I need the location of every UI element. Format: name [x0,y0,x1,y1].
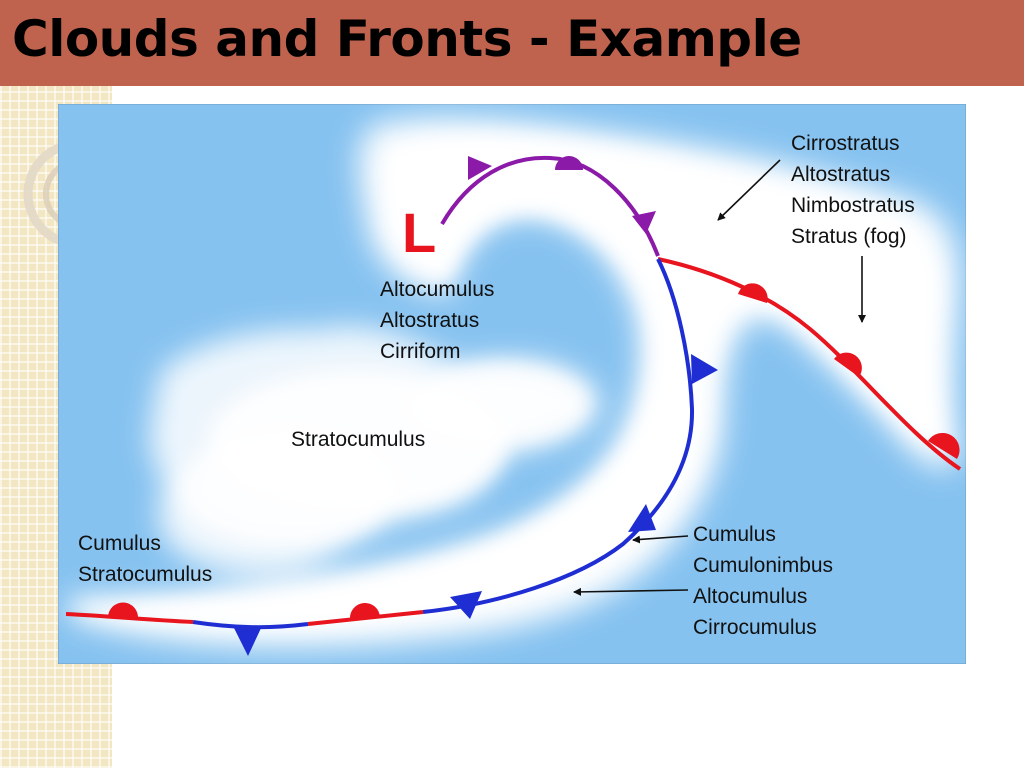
cold-front-triangle [233,626,262,656]
label-nimbostratus: Nimbostratus [791,194,915,217]
label-cumulus: Cumulus [693,523,776,546]
arrow-to-warm-sector [717,159,781,221]
warm-front-east [657,257,962,471]
title-bar: Clouds and Fronts - Example [0,0,1024,86]
label-group-occluded-front: Altocumulus Altostratus Cirriform [380,278,494,363]
arrows [573,159,866,596]
label-stratus-fog: Stratus (fog) [791,225,907,248]
low-pressure-symbol: L [402,201,436,264]
warm-front-west [65,602,424,626]
weather-map-diagram: L Cirrostratus Altostratus Nimbostratus … [58,104,966,664]
slide-title: Clouds and Fronts - Example [12,10,802,68]
label-group-cold-front: Cumulus Cumulonimbus Altocumulus Cirrocu… [693,523,833,639]
label-cumulonimbus: Cumulonimbus [693,554,833,577]
warm-front-semicircle [834,352,862,377]
cold-front-triangle [691,354,718,384]
cloud-mass [68,115,961,649]
warm-front-semicircle [108,602,139,618]
label-cirrostratus: Cirrostratus [791,132,900,155]
warm-front-semicircle [349,602,380,619]
label-stratocumulus: Stratocumulus [78,563,212,586]
label-group-western: Cumulus Stratocumulus [78,532,212,586]
label-altocumulus: Altocumulus [693,585,807,608]
label-cumulus: Cumulus [78,532,161,555]
occluded-front-triangle [468,156,492,180]
arrow-to-cold-front-upper [632,535,689,544]
occluded-front-semicircle [555,156,583,170]
warm-front-semicircle [928,432,960,459]
cold-front [192,258,718,656]
label-cirriform: Cirriform [380,340,460,363]
label-altostratus: Altostratus [791,163,890,186]
label-altocumulus: Altocumulus [380,278,494,301]
warm-front-semicircle [738,283,768,303]
label-cirrocumulus: Cirrocumulus [693,616,817,639]
occluded-front [440,155,660,257]
label-altostratus: Altostratus [380,309,479,332]
label-stratocumulus: Stratocumulus [291,428,425,451]
arrow-to-cold-front-lower [573,587,689,596]
cold-front-triangle [628,504,656,532]
occluded-front-triangle [632,211,656,234]
label-group-warm-front: Cirrostratus Altostratus Nimbostratus St… [791,132,915,248]
cold-front-triangle [450,591,482,619]
label-group-interior: Stratocumulus [291,428,425,451]
